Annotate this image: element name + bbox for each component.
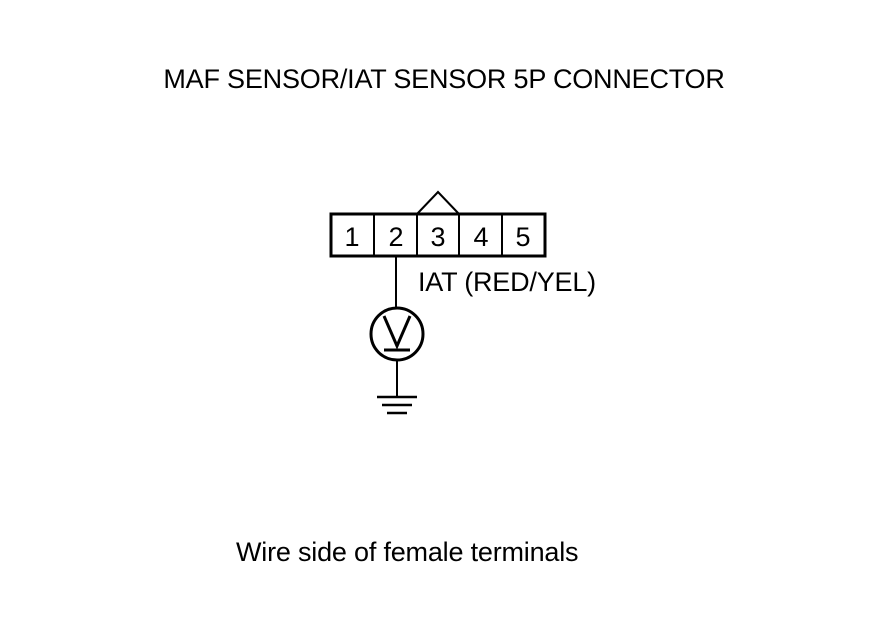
wire-label: IAT (RED/YEL): [418, 267, 596, 297]
connector-lock-tab: [416, 190, 460, 215]
pin-5-label: 5: [515, 222, 530, 252]
pin-4-label: 4: [473, 222, 488, 252]
diagram-caption: Wire side of female terminals: [236, 537, 579, 567]
diagram-title: MAF SENSOR/IAT SENSOR 5P CONNECTOR: [163, 64, 725, 94]
pin-1-label: 1: [344, 222, 359, 252]
voltmeter-icon: [369, 306, 425, 362]
pin-3-label: 3: [430, 222, 445, 252]
connector-housing: [329, 212, 547, 258]
pin-2-label: 2: [388, 222, 403, 252]
ground-icon: [377, 395, 417, 415]
